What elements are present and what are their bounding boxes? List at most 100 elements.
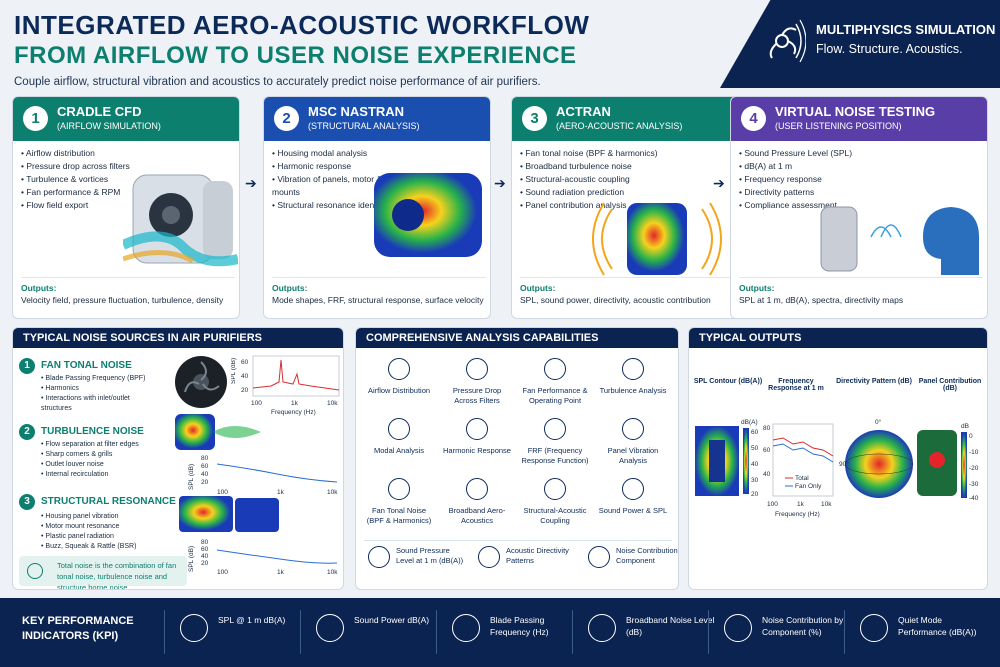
- tick-label: 1k: [277, 489, 285, 496]
- step-number: 1: [23, 106, 48, 131]
- capability-label: Modal Analysis: [373, 446, 425, 455]
- source-title: TURBULENCE NOISE: [41, 426, 144, 437]
- capability-label: Turbulence Analysis: [599, 386, 667, 395]
- info-icon: [27, 563, 43, 579]
- tick-label: 40: [201, 471, 209, 478]
- tick-label: 60: [201, 546, 209, 553]
- turbulence-icon: [622, 358, 644, 380]
- angle-label: 0°: [875, 418, 882, 426]
- capability-label: Harmonic Response: [443, 446, 511, 455]
- tick-label: 20: [751, 491, 759, 498]
- tick-label: 80: [763, 425, 771, 432]
- source-number: 2: [19, 424, 35, 440]
- fan-icon: [544, 358, 566, 380]
- tone-icon: [388, 478, 410, 500]
- airflow-icon: [388, 358, 410, 380]
- chart-y-label: SPL (dB): [231, 358, 237, 384]
- kpi-label: SPL @ 1 m dB(A): [218, 615, 286, 625]
- capability-item: Pressure Drop Across Filters: [442, 358, 512, 406]
- capability-item: Broadband Aero-Acoustics: [442, 478, 512, 526]
- flow-arrow-icon: ➔: [494, 175, 506, 191]
- capability-label: Broadband Aero-Acoustics: [448, 506, 506, 525]
- step-features: Fan tonal noise (BPF & harmonics)Broadba…: [520, 147, 680, 212]
- tick-label: 100: [767, 501, 778, 508]
- kpi-label: Sound Power dB(A): [354, 615, 430, 625]
- tick-label: 40: [201, 553, 209, 560]
- kpi-label: Broadband Noise Level (dB): [626, 615, 715, 637]
- coupling-icon: [544, 478, 566, 500]
- capability-summary-item: Noise Contribution by Component: [588, 546, 678, 568]
- freq-response-title: Frequency Response at 1 m: [768, 378, 824, 392]
- tick-label: 20: [241, 387, 249, 394]
- kpi-bar: KEY PERFORMANCE INDICATORS (KPI) SPL @ 1…: [0, 598, 1000, 667]
- vibration-panels-image: [179, 496, 279, 532]
- main-title: INTEGRATED AERO-ACOUSTIC WORKFLOW: [14, 10, 590, 40]
- capability-item: Fan Tonal Noise (BPF & Harmonics): [364, 478, 434, 526]
- source-bullets: Blade Passing Frequency (BPF)HarmonicsIn…: [41, 374, 156, 414]
- panel-contribution-title: Panel Contribution (dB): [918, 378, 982, 392]
- filter-icon: [466, 358, 488, 380]
- intro-text: Couple airflow, structural vibration and…: [14, 76, 541, 88]
- capability-label: Pressure Drop Across Filters: [452, 386, 502, 405]
- tick-label: 60: [241, 359, 249, 366]
- chart-x-label: Frequency (Hz): [775, 511, 820, 518]
- spl-contour-title: SPL Contour (dB(A)): [693, 378, 763, 385]
- capabilities-panel: COMPREHENSIVE ANALYSIS CAPABILITIES Airf…: [355, 327, 679, 590]
- noise-sources-panel: TYPICAL NOISE SOURCES IN AIR PURIFIERS 1…: [12, 327, 344, 590]
- tick-label: 40: [241, 373, 249, 380]
- step-title: ACTRAN: [556, 104, 611, 119]
- tick-label: -10: [969, 449, 979, 456]
- legend-label: Total: [795, 475, 809, 482]
- step-features: Housing modal analysisHarmonic responseV…: [272, 147, 412, 212]
- spl-contour-image: dB(A) 60 50 40 30 20: [695, 419, 759, 498]
- tick-label: 1k: [291, 400, 299, 407]
- turbulence-noise-chart: SPL (dB) 80 60 40 20 100 1k 10k: [188, 455, 338, 496]
- wave-icon: [466, 418, 488, 440]
- tick-label: 40: [751, 461, 759, 468]
- kpi-divider: [436, 610, 437, 654]
- multiphysics-banner: MULTIPHYSICS SIMULATION Flow. Structure.…: [720, 0, 1000, 88]
- main-subtitle: FROM AIRFLOW TO USER NOISE EXPERIENCE: [14, 42, 577, 69]
- pie-icon: [724, 614, 752, 642]
- tick-label: 80: [201, 539, 209, 546]
- bars-icon: [588, 546, 610, 568]
- source-number: 1: [19, 358, 35, 374]
- source-bullets: Housing panel vibrationMotor mount reson…: [41, 512, 156, 552]
- capability-item: Panel Vibration Analysis: [598, 418, 668, 466]
- tick-label: 10k: [821, 501, 832, 508]
- kpi-divider: [708, 610, 709, 654]
- fan-icon: [452, 614, 480, 642]
- kpi-label: Quiet Mode Performance (dB(A)): [898, 615, 977, 637]
- turbulence-image: [175, 414, 261, 450]
- capability-summary-item: Acoustic Directivity Patterns: [478, 546, 578, 568]
- capability-label: Airflow Distribution: [367, 386, 431, 395]
- tick-label: 0: [969, 433, 973, 440]
- tick-label: 10k: [327, 400, 338, 407]
- capability-item: Fan Performance & Operating Point: [520, 358, 590, 406]
- step-title: MSC NASTRAN: [308, 104, 405, 119]
- kpi-divider: [300, 610, 301, 654]
- fan-image: [175, 356, 227, 408]
- tick-label: -30: [969, 481, 979, 488]
- tick-label: 10k: [327, 569, 338, 576]
- tick-label: 50: [751, 445, 759, 452]
- step-number: 3: [522, 106, 547, 131]
- step-subtitle: (STRUCTURAL ANALYSIS): [308, 121, 420, 131]
- tick-label: 20: [201, 479, 209, 486]
- directivity-sphere-image: 0° 90°: [839, 418, 914, 498]
- speaker-icon: [622, 478, 644, 500]
- tick-label: 10k: [327, 489, 338, 496]
- tonal-noise-chart: SPL (dB) 60 40 20 100 1k 10k Frequency (…: [231, 355, 340, 416]
- capability-item: Structural-Acoustic Coupling: [520, 478, 590, 526]
- directivity-icon: [478, 546, 500, 568]
- unit-label: dB: [961, 423, 969, 430]
- step-title: CRADLE CFD: [57, 104, 142, 119]
- step-title: VIRTUAL NOISE TESTING: [775, 104, 936, 119]
- tick-label: 80: [201, 455, 209, 462]
- kpi-divider: [164, 610, 165, 654]
- kpi-divider: [572, 610, 573, 654]
